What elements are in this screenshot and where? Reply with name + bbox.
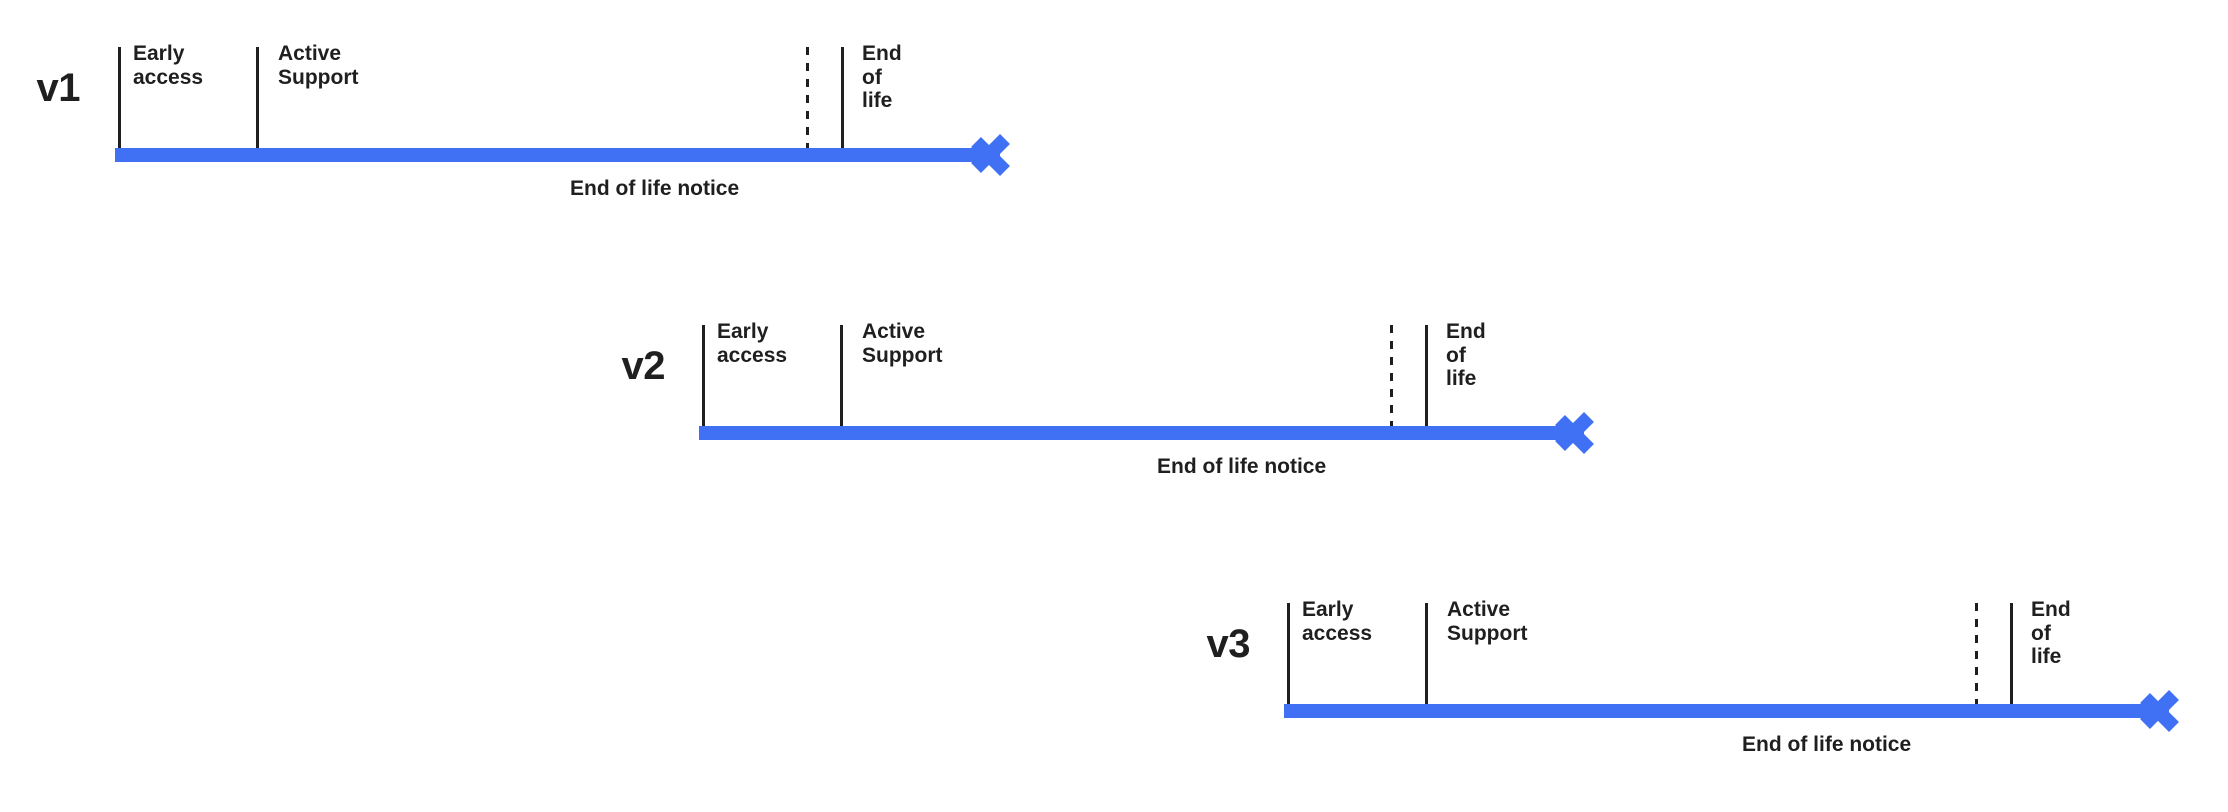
divider-active-support-start-v3 bbox=[1425, 603, 1428, 704]
phase-label-end-of-life-v1: End of life bbox=[862, 42, 902, 113]
phase-label-end-of-life-v2: End of life bbox=[1446, 320, 1486, 391]
phase-label-early-access-v1: Early access bbox=[133, 42, 204, 89]
divider-end-of-life-notice-v3 bbox=[1975, 603, 1978, 704]
divider-end-of-life-start-v1 bbox=[841, 47, 844, 148]
timeline-bar-v2 bbox=[699, 426, 1584, 440]
divider-active-support-start-v1 bbox=[256, 47, 259, 148]
arrow-head-icon-v1 bbox=[967, 127, 1013, 183]
version-label-v1: v1 bbox=[36, 66, 81, 110]
divider-early-access-start-v2 bbox=[702, 325, 705, 426]
version-label-v2: v2 bbox=[621, 344, 666, 388]
phase-label-end-of-life-v3: End of life bbox=[2031, 598, 2071, 669]
phase-label-active-support-v3: Active Support bbox=[1447, 598, 1528, 645]
divider-end-of-life-notice-v1 bbox=[806, 47, 809, 148]
notice-label-v2: End of life notice bbox=[1157, 455, 1327, 478]
divider-active-support-start-v2 bbox=[840, 325, 843, 426]
divider-early-access-start-v1 bbox=[118, 47, 121, 148]
phase-label-early-access-v2: Early access bbox=[717, 320, 788, 367]
timeline-bar-v1 bbox=[115, 148, 1000, 162]
divider-end-of-life-notice-v2 bbox=[1390, 325, 1393, 426]
arrow-head-icon-v3 bbox=[2136, 683, 2182, 739]
divider-end-of-life-start-v2 bbox=[1425, 325, 1428, 426]
divider-end-of-life-start-v3 bbox=[2010, 603, 2013, 704]
timeline-bar-v3 bbox=[1284, 704, 2169, 718]
phase-label-active-support-v1: Active Support bbox=[278, 42, 359, 89]
phase-label-active-support-v2: Active Support bbox=[862, 320, 943, 367]
notice-label-v3: End of life notice bbox=[1742, 733, 1912, 756]
arrow-head-icon-v2 bbox=[1551, 405, 1597, 461]
version-label-v3: v3 bbox=[1206, 622, 1251, 666]
phase-label-early-access-v3: Early access bbox=[1302, 598, 1373, 645]
divider-early-access-start-v3 bbox=[1287, 603, 1290, 704]
notice-label-v1: End of life notice bbox=[570, 177, 740, 200]
